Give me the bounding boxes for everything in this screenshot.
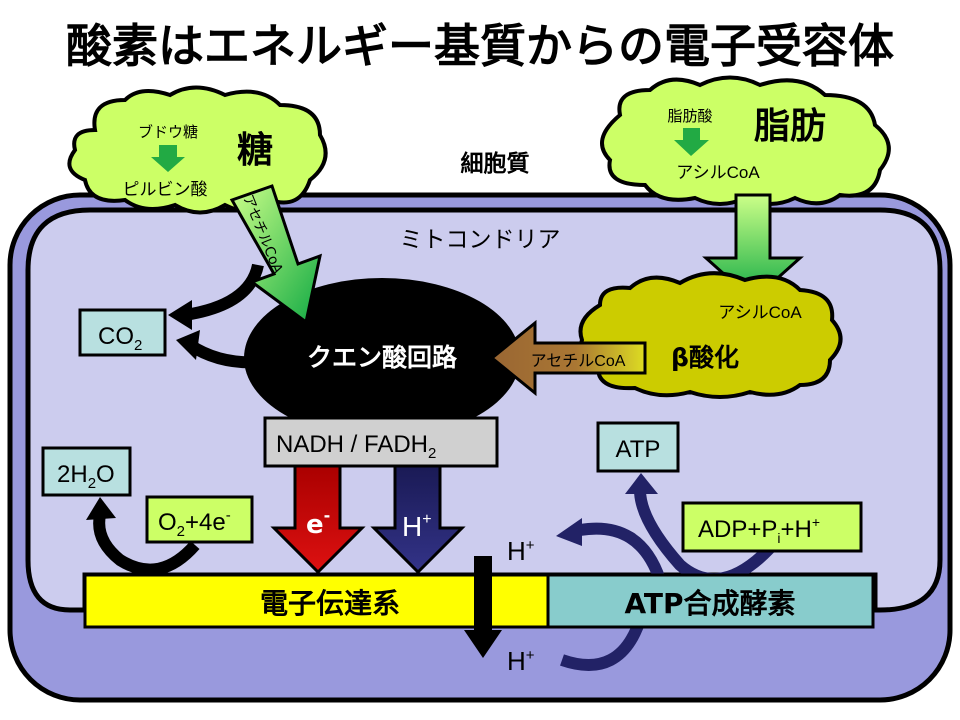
oxygen-reduction-arrow [93, 513, 200, 576]
proton-pump-arrow [464, 556, 502, 658]
acyl-coa-label-mito: アシルCoA [718, 303, 802, 322]
proton-arrow-label: H+ [402, 511, 432, 542]
atp-text: ATP [616, 436, 661, 463]
proton-arrow [370, 464, 466, 575]
atp-synthase-label: ATP合成酵素 [624, 587, 795, 620]
nadh-fadh2-text: NADH / FADH2 [276, 431, 436, 462]
fat-heading: 脂肪 [754, 106, 826, 147]
oxygen-reduction-arrow-head [86, 497, 116, 520]
cytoplasm-label: 細胞質 [461, 150, 530, 177]
adp-box [681, 501, 863, 553]
sugar-heading: 糖 [237, 130, 273, 171]
mitochondria-label: ミトコンドリア [400, 227, 561, 253]
co2-text: CO2 [98, 323, 142, 354]
co2-release-arrow-upper [184, 263, 264, 321]
acetyl-coa-brown-arrow [489, 319, 647, 397]
acyl-coa-label-cytoplasm: アシルCoA [676, 163, 760, 182]
sugar-cloud: 糖 ブドウ糖 ピルビン酸 [67, 85, 328, 215]
oxygen-electron-text: O2+4e- [158, 507, 231, 540]
water-text: 2H2O [57, 461, 115, 492]
oxygen-electron-box [145, 495, 254, 544]
co2-release-arrow-upper-head [168, 300, 192, 330]
water-box [41, 446, 132, 497]
pyruvate-label: ピルビン酸 [123, 180, 208, 200]
glucose-label: ブドウ糖 [138, 123, 198, 141]
fat-cloud: 脂肪 脂肪酸 アシルCoA [600, 75, 891, 206]
atp-synthase-proton-release-arrow [579, 522, 666, 583]
co2-release-arrow-lower-head [176, 330, 200, 360]
acetyl-coa-brown-label: アセチルCoA [531, 353, 626, 370]
beta-oxidation-cloud: アシルCoA β酸化 [578, 271, 843, 399]
co2-box [78, 308, 167, 357]
fatty-acid-to-acyl-coa-arrow [674, 128, 709, 156]
proton-label-intermembrane-upper: H+ [507, 536, 535, 566]
atp-synthase-rotation-arrow [634, 489, 775, 585]
electron-arrow-label: e- [306, 506, 330, 540]
proton-label-matrix-lower: H+ [507, 646, 535, 676]
electron-transport-chain-label: 電子伝達系 [260, 587, 400, 620]
page-title: 酸素はエネルギー基質からの電子受容体 [66, 19, 894, 73]
beta-oxidation-heading: β酸化 [671, 343, 739, 372]
atp-synthase-atp-arrow-head [625, 473, 658, 494]
atp-synthase [546, 573, 875, 629]
atp-box [596, 421, 680, 473]
nadh-fadh2-box [263, 416, 499, 468]
fatty-acid-label: 脂肪酸 [667, 107, 712, 125]
electron-arrow [270, 464, 366, 575]
citric-acid-cycle-label: クエン酸回路 [307, 343, 458, 372]
citric-acid-cycle [244, 278, 520, 438]
glucose-to-pyruvate-arrow [151, 145, 185, 172]
atp-synthase-proton-release-head [556, 518, 582, 546]
adp-text: ADP+Pi+H+ [698, 514, 820, 546]
